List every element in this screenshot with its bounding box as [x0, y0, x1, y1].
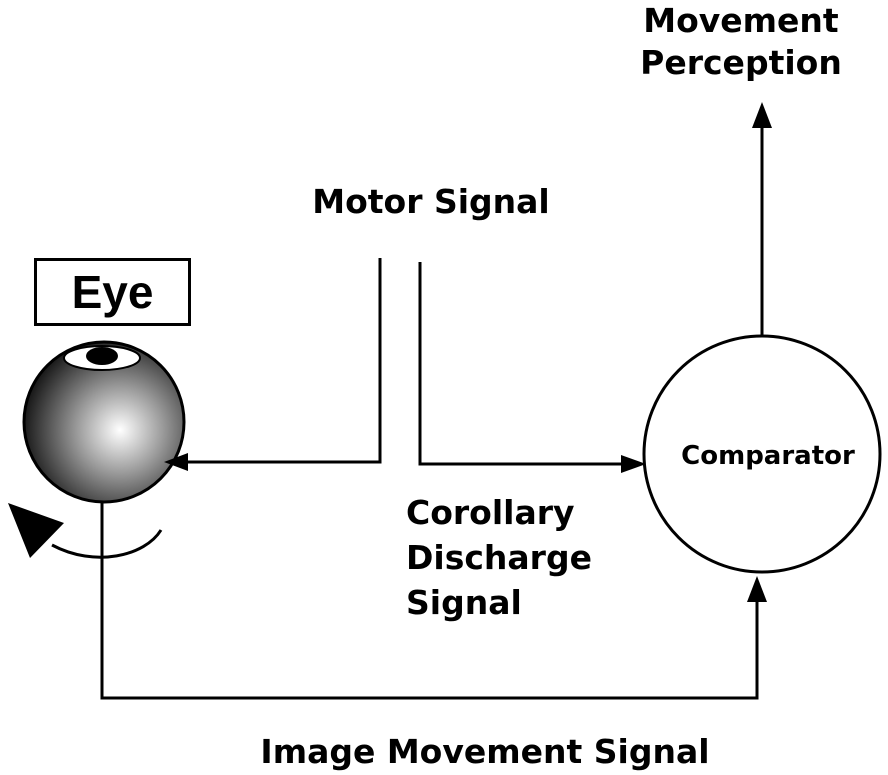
- movement-perception-line2: Perception: [640, 43, 842, 82]
- eye-label-box: Eye: [34, 258, 191, 326]
- corollary-discharge-line: [418, 262, 646, 473]
- comparator-label: Comparator: [681, 441, 855, 471]
- image-movement-signal-label: Image Movement Signal: [260, 732, 710, 771]
- image-movement-signal-line: [100, 502, 767, 700]
- corollary-discharge-label: Corollary Discharge Signal: [406, 490, 592, 625]
- motor-signal-label: Motor Signal: [312, 182, 550, 221]
- image-signal-arrowhead: [747, 576, 767, 602]
- movement-perception-label: Movement Perception: [610, 0, 872, 84]
- motor-signal-line: [164, 258, 382, 471]
- corollary-arrowhead: [621, 455, 646, 473]
- motor-signal-arrowhead: [164, 453, 188, 471]
- corollary-line2: Discharge: [406, 538, 592, 577]
- perception-output-line: [752, 102, 772, 336]
- eyeball-icon: [22, 340, 186, 504]
- perception-arrowhead: [752, 102, 772, 128]
- corollary-line1: Corollary: [406, 493, 575, 532]
- movement-perception-line1: Movement: [643, 1, 839, 40]
- rotation-arrow-icon: [8, 503, 163, 559]
- corollary-line3: Signal: [406, 583, 522, 622]
